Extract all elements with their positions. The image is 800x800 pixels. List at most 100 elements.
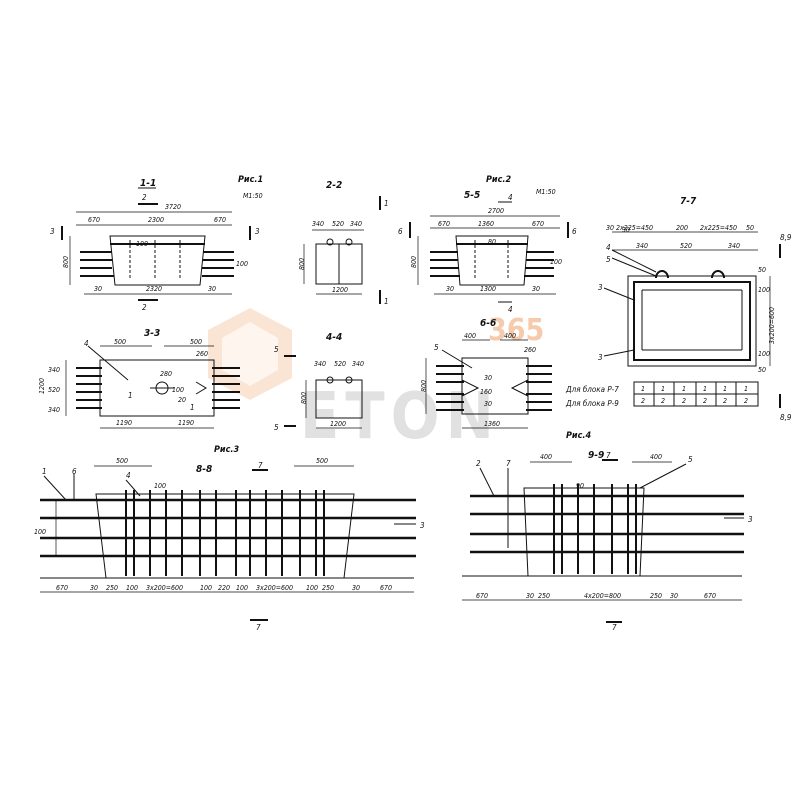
svg-text:250: 250 <box>650 592 662 600</box>
svg-text:220: 220 <box>218 584 230 592</box>
svg-text:260: 260 <box>524 346 536 354</box>
svg-text:3x200=600: 3x200=600 <box>146 584 183 592</box>
section-title: 3-3 <box>144 328 160 339</box>
svg-text:1: 1 <box>190 403 195 412</box>
svg-text:4: 4 <box>508 305 513 314</box>
section-title: 4-4 <box>326 332 342 343</box>
section-title: 5-5 <box>464 190 480 201</box>
svg-text:50: 50 <box>746 224 754 232</box>
svg-text:4: 4 <box>606 243 611 252</box>
svg-text:100: 100 <box>758 286 770 294</box>
fig4-label: Рис.4 <box>566 431 591 441</box>
svg-text:30: 30 <box>484 400 492 408</box>
svg-text:1190: 1190 <box>178 419 194 427</box>
svg-text:670: 670 <box>88 216 100 224</box>
svg-text:2: 2 <box>703 397 707 405</box>
svg-text:2: 2 <box>682 397 686 405</box>
svg-text:4: 4 <box>84 339 89 348</box>
svg-text:30: 30 <box>484 374 492 382</box>
section-title: 9-9 <box>588 450 604 461</box>
svg-text:2: 2 <box>142 193 147 202</box>
svg-text:1360: 1360 <box>484 420 500 428</box>
svg-text:1: 1 <box>723 385 727 393</box>
svg-text:4: 4 <box>126 471 131 480</box>
svg-text:800: 800 <box>410 256 418 268</box>
svg-text:1300: 1300 <box>480 285 496 293</box>
svg-text:1360: 1360 <box>478 220 494 228</box>
svg-text:2: 2 <box>744 397 748 405</box>
svg-text:1: 1 <box>384 297 389 306</box>
section-title: 7-7 <box>680 196 697 207</box>
svg-text:800: 800 <box>62 256 70 268</box>
svg-text:30: 30 <box>526 592 534 600</box>
watermark-number: 365 <box>488 313 544 348</box>
svg-text:500: 500 <box>116 457 128 465</box>
svg-text:80: 80 <box>488 238 496 246</box>
svg-text:3x200=600: 3x200=600 <box>256 584 293 592</box>
svg-text:100: 100 <box>550 258 562 266</box>
svg-text:2700: 2700 <box>488 207 504 215</box>
section-1-1: 1-1 3720 670 2300 670 2 800 3 3 10 <box>50 178 260 312</box>
svg-text:100: 100 <box>126 584 138 592</box>
svg-text:800: 800 <box>298 258 306 270</box>
svg-text:30: 30 <box>446 285 454 293</box>
svg-text:30: 30 <box>94 285 102 293</box>
svg-text:670: 670 <box>476 592 488 600</box>
fig1-label: Рис.1 <box>238 175 263 185</box>
svg-text:520: 520 <box>332 220 344 228</box>
svg-text:400: 400 <box>540 453 552 461</box>
svg-text:8,9: 8,9 <box>780 233 792 242</box>
svg-text:1: 1 <box>42 467 47 476</box>
fig1-scale: M1:50 <box>243 192 263 200</box>
svg-text:2: 2 <box>142 303 147 312</box>
svg-text:1200: 1200 <box>332 286 348 294</box>
svg-text:30: 30 <box>670 592 678 600</box>
svg-text:3x200=600: 3x200=600 <box>768 307 776 344</box>
svg-text:100: 100 <box>236 260 248 268</box>
svg-text:670: 670 <box>56 584 68 592</box>
fig2-label: Рис.2 <box>486 175 511 185</box>
svg-text:670: 670 <box>214 216 226 224</box>
table-row-label: Для блока Р-9 <box>565 399 619 408</box>
svg-text:30: 30 <box>606 224 614 232</box>
svg-text:200: 200 <box>676 224 688 232</box>
svg-text:400: 400 <box>504 332 516 340</box>
svg-text:4: 4 <box>508 193 513 202</box>
svg-text:1: 1 <box>703 385 707 393</box>
svg-text:30: 30 <box>208 285 216 293</box>
section-5-5: 5-5 2700 670 1360 670 800 100 80 30 1300… <box>398 190 577 314</box>
svg-text:250: 250 <box>322 584 334 592</box>
svg-text:340: 340 <box>636 242 648 250</box>
svg-text:50: 50 <box>758 266 766 274</box>
svg-text:100: 100 <box>172 386 184 394</box>
svg-text:1200: 1200 <box>38 378 46 394</box>
svg-text:2300: 2300 <box>148 216 164 224</box>
svg-text:1: 1 <box>128 391 133 400</box>
fig2-scale: M1:50 <box>536 188 556 196</box>
svg-text:100: 100 <box>200 584 212 592</box>
svg-text:260: 260 <box>196 350 208 358</box>
svg-text:500: 500 <box>114 338 126 346</box>
section-2-2: 2-2 340 520 340 800 1200 1 1 <box>298 180 389 306</box>
svg-text:5: 5 <box>434 343 439 352</box>
svg-text:30: 30 <box>90 584 98 592</box>
svg-text:7: 7 <box>606 451 611 460</box>
svg-text:8,9: 8,9 <box>780 413 792 422</box>
svg-text:520: 520 <box>680 242 692 250</box>
svg-text:1: 1 <box>661 385 665 393</box>
svg-text:500: 500 <box>190 338 202 346</box>
svg-text:4x200=800: 4x200=800 <box>584 592 621 600</box>
svg-text:340: 340 <box>48 366 60 374</box>
svg-text:1: 1 <box>682 385 686 393</box>
svg-text:100: 100 <box>34 528 46 536</box>
svg-text:1190: 1190 <box>116 419 132 427</box>
svg-text:520: 520 <box>48 386 60 394</box>
svg-text:3: 3 <box>748 515 753 524</box>
svg-text:3: 3 <box>598 353 603 362</box>
svg-text:340: 340 <box>352 360 364 368</box>
svg-text:340: 340 <box>312 220 324 228</box>
svg-text:30: 30 <box>532 285 540 293</box>
svg-text:7: 7 <box>258 461 263 470</box>
svg-text:6: 6 <box>72 467 77 476</box>
